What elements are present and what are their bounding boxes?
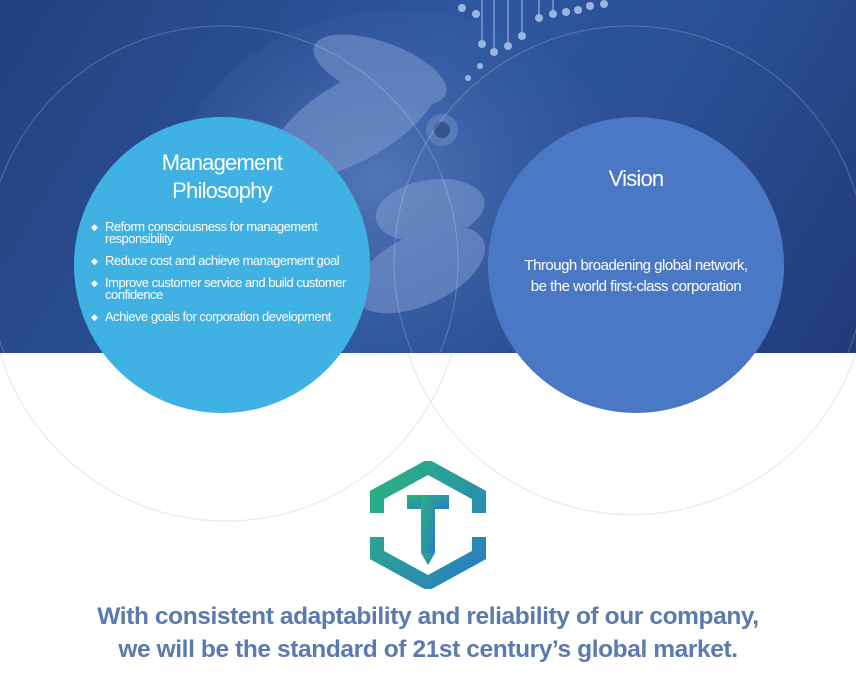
vision-statement: Through broadening global network, be th…	[488, 255, 784, 297]
vision-line2: be the world first-class corporation	[530, 278, 742, 295]
management-philosophy-circle: Management Philosophy ◆ Reform conscious…	[74, 117, 370, 413]
philosophy-list: ◆ Reform consciousness for management re…	[89, 219, 369, 333]
hexagon-logo-icon	[369, 461, 487, 589]
slogan-line2: we will be the standard of 21st century’…	[118, 636, 738, 663]
philosophy-item: ◆ Achieve goals for corporation developm…	[89, 309, 369, 324]
philosophy-item-line2: confidence	[105, 287, 163, 302]
philosophy-item-line1: Reform consciousness for management	[105, 219, 318, 234]
management-title-line2: Philosophy	[172, 178, 272, 203]
philosophy-item-line1: Achieve goals for corporation developmen…	[105, 309, 331, 324]
philosophy-item: ◆ Reform consciousness for management re…	[89, 219, 369, 246]
philosophy-item-line1: Reduce cost and achieve management goal	[105, 253, 340, 268]
vision-title: Vision	[608, 166, 665, 191]
diamond-bullet-icon: ◆	[91, 312, 98, 322]
diamond-bullet-icon: ◆	[91, 256, 98, 266]
company-slogan: With consistent adaptability and reliabi…	[0, 600, 856, 666]
vision-line1: Through broadening global network,	[524, 257, 748, 274]
philosophy-item: ◆ Improve customer service and build cus…	[89, 275, 369, 302]
philosophy-item-line2: responsibility	[105, 231, 174, 246]
philosophy-item: ◆ Reduce cost and achieve management goa…	[89, 253, 369, 268]
diamond-bullet-icon: ◆	[91, 278, 98, 288]
management-title-line1: Management	[161, 150, 283, 175]
diamond-bullet-icon: ◆	[91, 222, 98, 232]
philosophy-item-line1: Improve customer service and build custo…	[105, 275, 346, 290]
management-philosophy-title: Management Philosophy	[74, 149, 370, 205]
slogan-line1: With consistent adaptability and reliabi…	[97, 603, 759, 630]
vision-circle: Vision Through broadening global network…	[488, 117, 784, 413]
